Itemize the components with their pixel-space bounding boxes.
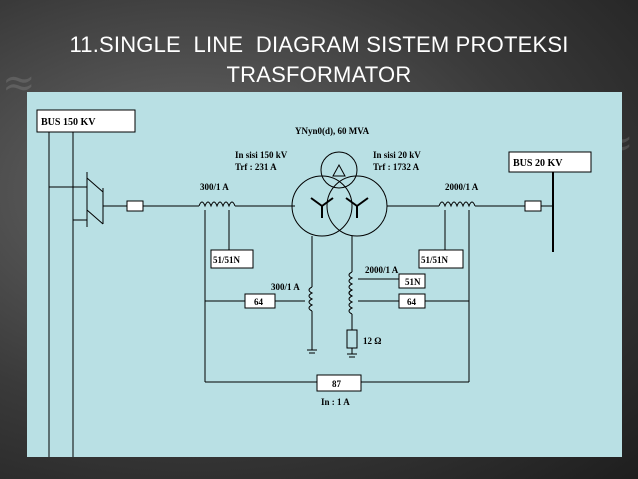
lv-breaker [524, 200, 542, 212]
slide-title-line1: 11.SINGLE LINE DIAGRAM SISTEM PROTEKSI [69, 32, 569, 57]
bus-150-label-box [36, 109, 136, 133]
hv-current-label: Trf : 231 A [235, 162, 277, 172]
slide-title: 11.SINGLE LINE DIAGRAM SISTEM PROTEKSI T… [0, 30, 638, 90]
hv-breaker [126, 200, 144, 212]
disconnect-blade-1 [86, 177, 104, 193]
ct-hv-neutral-label: 300/1 A [271, 282, 300, 292]
wye-lv-icon [345, 197, 369, 218]
ct-hv-coil [198, 201, 236, 208]
neutral-resistor-label: 12 Ω [363, 336, 381, 346]
relay-64-lv-label: 64 [407, 297, 417, 307]
lv-side-label: In sisi 20 kV [373, 150, 421, 160]
single-line-diagram: BUS 150 KV BUS 20 KV YNyn0(d), 60 MVA In… [36, 109, 592, 457]
hv-side-label: In sisi 150 kV [235, 150, 288, 160]
relay-87-box [316, 374, 362, 392]
bus-20-label-box [508, 151, 592, 173]
bus-150-label: BUS 150 KV [41, 117, 96, 128]
ct-hv-neutral-coil [308, 286, 314, 312]
neutral-resistor-icon [346, 329, 358, 349]
ct-lv-label: 2000/1 A [445, 182, 479, 192]
ct-hv-label: 300/1 A [200, 182, 229, 192]
lv-current-label: Trf : 1732 A [373, 162, 420, 172]
relay-hv-ocr-label: 51/51N [213, 255, 241, 265]
relay-87-label: 87 [332, 379, 342, 389]
relay-lv-ocr-label: 51/51N [421, 255, 449, 265]
transformer-rating: YNyn0(d), 60 MVA [295, 126, 370, 136]
delta-symbol-icon [332, 163, 346, 177]
relay-51n-box [398, 273, 426, 289]
diagram-panel: BUS 150 KV BUS 20 KV YNyn0(d), 60 MVA In… [27, 92, 622, 457]
ct-lv-coil [438, 201, 476, 208]
relay-51n-label: 51N [405, 277, 421, 287]
slide-title-line2: TRASFORMATOR [226, 62, 412, 87]
disconnect-blade-2 [86, 209, 104, 225]
relay-lv-ocr-box [418, 249, 464, 269]
relay-hv-ocr-box [210, 249, 254, 269]
wye-hv-icon [310, 197, 334, 218]
ct-lv-neutral-label: 2000/1 A [365, 265, 399, 275]
transformer-tertiary-winding [320, 151, 358, 189]
bus-20-label: BUS 20 KV [513, 158, 563, 169]
relay-64-hv-label: 64 [254, 297, 264, 307]
relay-87-current: In : 1 A [321, 397, 350, 407]
ct-lv-neutral-coil-2 [348, 289, 354, 315]
